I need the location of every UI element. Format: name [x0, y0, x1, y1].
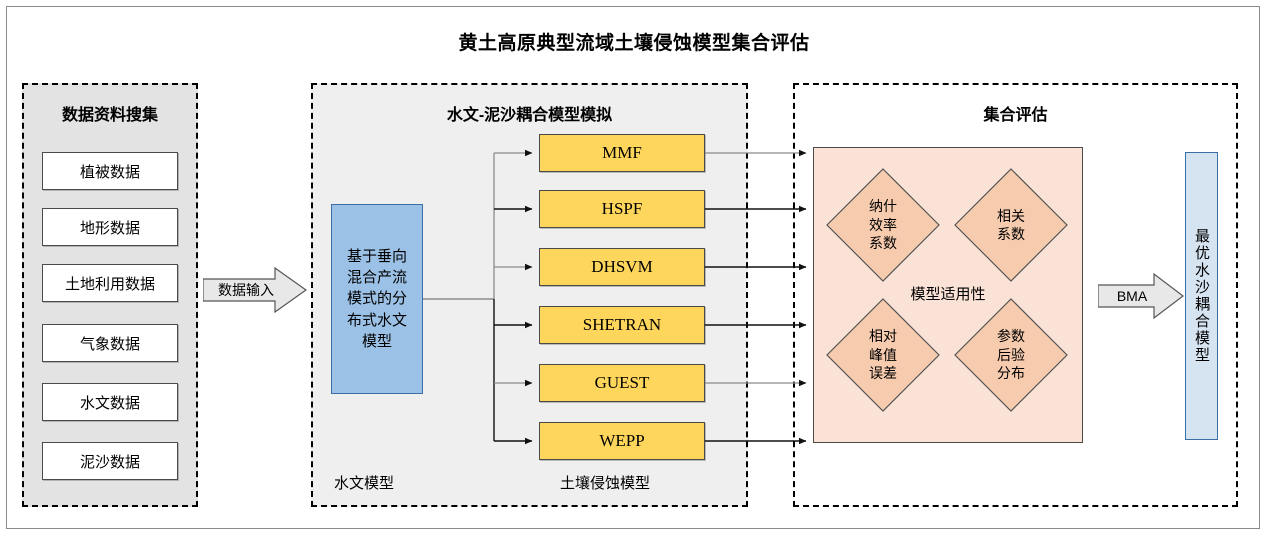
model-box-shetran[interactable]: SHETRAN: [539, 306, 705, 344]
erosion-model-sublabel: 土壤侵蚀模型: [560, 475, 651, 492]
panel-data-collection-title: 数据资料搜集: [61, 107, 158, 124]
model-applicability-label: 模型适用性: [910, 286, 986, 303]
model-label: HSPF: [601, 199, 643, 218]
final-output-label: 最优水沙耦合模型: [1193, 228, 1210, 364]
criterion-label: 相对峰值误差: [869, 328, 897, 382]
criterion-relative-peak-error[interactable]: 相对峰值误差: [825, 297, 941, 413]
data-item-hydrology[interactable]: 水文数据: [42, 383, 178, 421]
page-title: 黄土高原典型流域土壤侵蚀模型集合评估: [458, 33, 810, 54]
hydrology-model-box[interactable]: 基于垂向混合产流模式的分布式水文模型: [331, 204, 423, 394]
model-box-hspf[interactable]: HSPF: [539, 190, 705, 228]
outer-frame: [6, 6, 1260, 529]
criterion-label: 相关系数: [997, 207, 1025, 242]
data-item-landuse[interactable]: 土地利用数据: [42, 264, 178, 302]
criterion-label: 参数后验分布: [997, 328, 1025, 382]
data-item-meteorology[interactable]: 气象数据: [42, 324, 178, 362]
model-label: GUEST: [594, 373, 650, 392]
model-box-guest[interactable]: GUEST: [539, 364, 705, 402]
model-box-wepp[interactable]: WEPP: [539, 422, 705, 460]
data-item-label: 水文数据: [79, 394, 140, 412]
data-item-label: 植被数据: [79, 163, 140, 181]
data-input-arrow: 数据输入: [203, 267, 307, 313]
hydrology-model-label: 基于垂向混合产流模式的分布式水文模型: [346, 247, 407, 350]
data-item-label: 气象数据: [79, 335, 140, 353]
bma-arrow: BMA: [1098, 273, 1184, 319]
model-label: WEPP: [599, 431, 645, 450]
criterion-correlation-coefficient[interactable]: 相关系数: [953, 167, 1069, 283]
model-label: DHSVM: [591, 257, 653, 276]
panel-ensemble-evaluation-title: 集合评估: [983, 107, 1048, 124]
data-item-label: 地形数据: [79, 219, 140, 237]
hydrology-model-sublabel: 水文模型: [334, 475, 395, 492]
criterion-label: 纳什效率系数: [869, 198, 897, 252]
data-item-vegetation[interactable]: 植被数据: [42, 152, 178, 190]
final-output-box[interactable]: 最优水沙耦合模型: [1185, 152, 1218, 440]
model-label: SHETRAN: [582, 315, 662, 334]
data-item-terrain[interactable]: 地形数据: [42, 208, 178, 246]
data-item-label: 泥沙数据: [79, 453, 140, 471]
model-label: MMF: [602, 143, 642, 162]
data-item-sediment[interactable]: 泥沙数据: [42, 442, 178, 480]
model-box-mmf[interactable]: MMF: [539, 134, 705, 172]
criterion-nash-efficiency[interactable]: 纳什效率系数: [825, 167, 941, 283]
panel-model-simulation-title: 水文-泥沙耦合模型模拟: [446, 107, 613, 124]
criterion-parameter-posterior[interactable]: 参数后验分布: [953, 297, 1069, 413]
model-box-dhsvm[interactable]: DHSVM: [539, 248, 705, 286]
data-item-label: 土地利用数据: [64, 275, 155, 293]
